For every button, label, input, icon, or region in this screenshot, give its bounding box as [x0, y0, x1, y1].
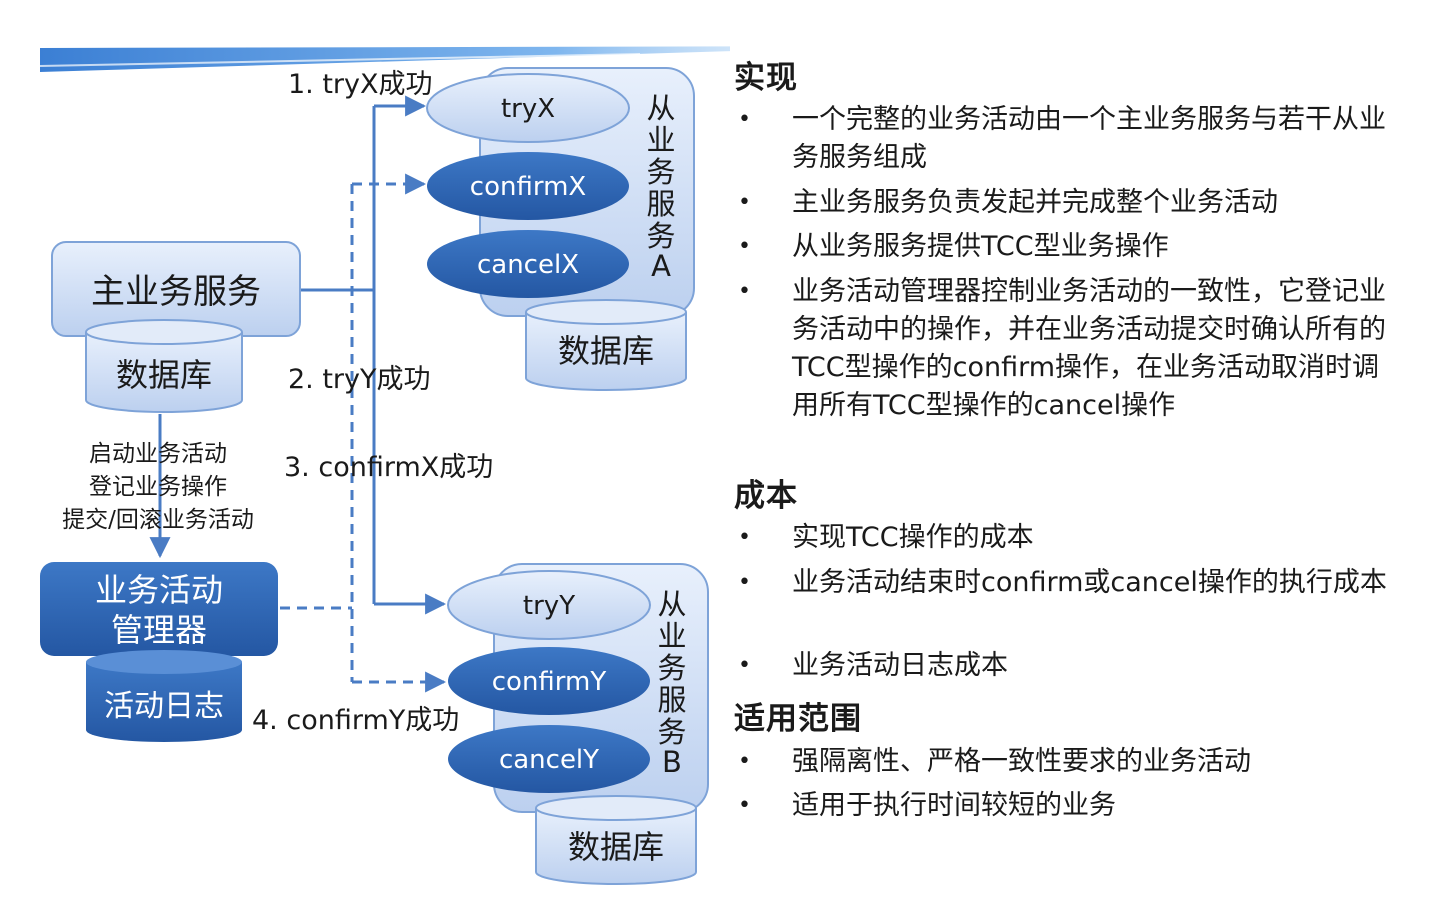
- bullet-item: • 实现TCC操作的成本: [738, 522, 1034, 553]
- service-a-db: 数据库: [525, 299, 687, 391]
- service-a-group: 数据库 tryX confirmX cancelX 从 业 务 服 务 A: [426, 67, 695, 391]
- svg-text:务: 务: [646, 155, 675, 189]
- step-4-label: 4. confirmY成功: [252, 705, 459, 736]
- confirmx-node: [427, 152, 629, 220]
- svg-text:务: 务: [657, 651, 686, 685]
- step-1-label: 1. tryX成功: [288, 69, 433, 100]
- bullet-item: • 主业务服务负责发起并完成整个业务活动: [738, 187, 1278, 218]
- svg-text:务: 务: [646, 219, 675, 253]
- tryy-label: tryY: [523, 591, 575, 621]
- bullet-item: • 业务活动结束时confirm或cancel操作的执行成本: [738, 567, 1387, 598]
- svg-text:务: 务: [657, 715, 686, 749]
- section-title-cost: 成本: [734, 478, 798, 514]
- step-2-label: 2. tryY成功: [288, 364, 431, 395]
- section-title-scope: 适用范围: [734, 701, 862, 737]
- tryx-label: tryX: [501, 94, 555, 124]
- svg-text:B: B: [662, 745, 682, 779]
- svg-text:业: 业: [646, 123, 675, 157]
- svg-text:登记业务操作: 登记业务操作: [89, 474, 227, 500]
- confirmy-label: confirmY: [492, 667, 607, 697]
- service-b-label: 从 业 务 服 务 B: [657, 587, 686, 779]
- section-title-implementation: 实现: [734, 60, 798, 96]
- bullet-item: • 强隔离性、严格一致性要求的业务活动: [738, 746, 1251, 777]
- svg-text:提交/回滚业务活动: 提交/回滚业务活动: [62, 507, 254, 533]
- activity-manager: 业务活动 管理器: [40, 562, 278, 656]
- svg-text:从: 从: [657, 587, 686, 621]
- main-db-label: 数据库: [116, 356, 212, 394]
- connectors: [149, 95, 447, 693]
- svg-text:A: A: [651, 249, 671, 283]
- confirmy-node: [448, 647, 650, 715]
- cancely-node: [448, 725, 650, 793]
- step-labels: 1. tryX成功 2. tryY成功 3. confirmX成功 4. con…: [252, 69, 493, 736]
- bullet-item: • 业务活动管理器控制业务活动的一致性，它登记业务活动中的操作，并在业务活动提交…: [738, 276, 1386, 421]
- cancely-label: cancelY: [499, 745, 599, 775]
- svg-text:启动业务活动: 启动业务活动: [89, 441, 227, 467]
- tcc-architecture-diagram: 数据库 tryX confirmX cancelX 从 业 务 服 务 A 数据…: [39, 46, 730, 885]
- activity-manager-line1: 业务活动: [95, 571, 223, 609]
- tryx-node: [426, 73, 630, 143]
- service-b-group: 数据库 tryY confirmY cancelY 从 业 务 服 务 B: [447, 563, 709, 885]
- bullet-item: • 一个完整的业务活动由一个主业务服务与若干从业务服务组成: [738, 104, 1386, 173]
- activity-log-db: 活动日志: [86, 650, 242, 742]
- cancelx-label: cancelX: [477, 250, 579, 280]
- svg-text:服: 服: [646, 187, 675, 221]
- service-a-db-label: 数据库: [558, 332, 654, 370]
- confirmx-label: confirmX: [470, 172, 586, 202]
- bullet-item: • 业务活动日志成本: [738, 650, 1008, 681]
- service-a-label: 从 业 务 服 务 A: [646, 91, 675, 283]
- manager-actions: 启动业务活动 登记业务操作 提交/回滚业务活动: [62, 441, 254, 533]
- svg-text:服: 服: [657, 683, 686, 717]
- service-b-db: 数据库: [535, 795, 697, 885]
- step-3-label: 3. confirmX成功: [284, 452, 493, 483]
- svg-text:从: 从: [646, 91, 675, 125]
- cancelx-node: [427, 230, 629, 298]
- service-b-db-label: 数据库: [568, 828, 664, 866]
- main-service: 主业务服务: [51, 241, 301, 337]
- svg-text:业: 业: [657, 619, 686, 653]
- bullet-item: • 适用于执行时间较短的业务: [738, 790, 1116, 821]
- tryy-node: [447, 570, 651, 640]
- activity-log-label: 活动日志: [104, 689, 224, 724]
- main-service-label: 主业务服务: [91, 272, 261, 312]
- activity-manager-line2: 管理器: [111, 611, 207, 649]
- main-db: 数据库: [85, 319, 243, 413]
- bullet-item: • 从业务服务提供TCC型业务操作: [738, 231, 1169, 262]
